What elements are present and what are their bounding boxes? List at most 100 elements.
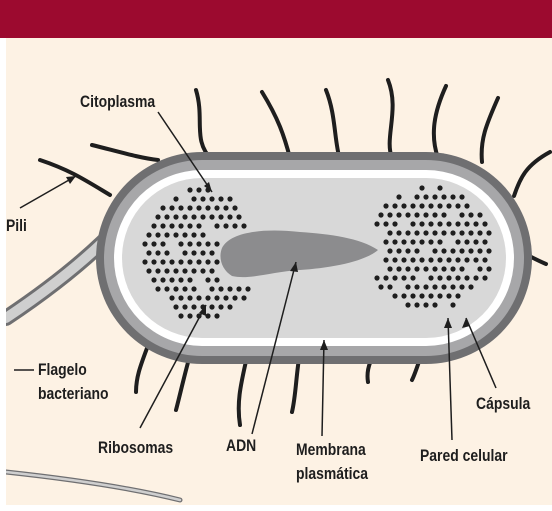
ribosome-dot (450, 248, 455, 253)
ribosome-dot (437, 257, 442, 262)
ribosome-dot (205, 241, 210, 246)
ribosome-dot (396, 248, 401, 253)
label-citoplasma: Citoplasma (80, 92, 155, 112)
ribosome-dot (414, 284, 419, 289)
ribosome-dot (205, 259, 210, 264)
ribosome-dot (441, 212, 446, 217)
ribosome-dot (241, 295, 246, 300)
ribosome-dot (374, 221, 379, 226)
ribosome-dot (387, 266, 392, 271)
ribosome-dot (450, 302, 455, 307)
ribosome-dot (450, 194, 455, 199)
ribosome-dot (441, 248, 446, 253)
ribosome-dot (169, 205, 174, 210)
ribosome-dot (214, 241, 219, 246)
ribosome-dot (146, 268, 151, 273)
ribosome-dot (486, 230, 491, 235)
ribosome-dot (437, 239, 442, 244)
ribosome-dot (459, 284, 464, 289)
ribosome-dot (468, 248, 473, 253)
ribosome-dot (387, 230, 392, 235)
ribosome-dot (432, 230, 437, 235)
ribosome-dot (432, 212, 437, 217)
ribosome-dot (151, 223, 156, 228)
ribosome-dot (191, 214, 196, 219)
ribosome-dot (423, 284, 428, 289)
ribosome-dot (146, 232, 151, 237)
ribosome-dot (423, 212, 428, 217)
ribosome-dot (245, 286, 250, 291)
ribosome-dot (405, 212, 410, 217)
ribosome-dot (200, 196, 205, 201)
ribosome-dot (178, 259, 183, 264)
ribosome-dot (464, 275, 469, 280)
ribosome-dot (160, 277, 165, 282)
ribosome-dot (218, 304, 223, 309)
ribosome-dot (410, 293, 415, 298)
ribosome-dot (437, 203, 442, 208)
ribosome-dot (392, 239, 397, 244)
ribosome-dot (401, 293, 406, 298)
ribosome-dot (178, 313, 183, 318)
ribosome-dot (455, 293, 460, 298)
ribosome-dot (432, 266, 437, 271)
ribosome-dot (187, 187, 192, 192)
ribosome-dot (432, 248, 437, 253)
ribosome-dot (419, 257, 424, 262)
ribosome-dot (419, 221, 424, 226)
ribosome-dot (173, 286, 178, 291)
ribosome-dot (178, 241, 183, 246)
ribosome-dot (392, 257, 397, 262)
ribosome-dot (392, 203, 397, 208)
ribosome-dot (227, 304, 232, 309)
ribosome-dot (450, 284, 455, 289)
ribosome-dot (187, 295, 192, 300)
ribosome-dot (164, 232, 169, 237)
ribosome-dot (428, 293, 433, 298)
ribosome-dot (392, 221, 397, 226)
ribosome-dot (387, 284, 392, 289)
ribosome-dot (423, 194, 428, 199)
ribosome-dot (477, 248, 482, 253)
ribosome-dot (468, 212, 473, 217)
ribosome-dot (187, 223, 192, 228)
ribosome-dot (419, 185, 424, 190)
ribosome-dot (205, 295, 210, 300)
ribosome-dot (182, 232, 187, 237)
ribosome-dot (464, 221, 469, 226)
ribosome-dot (169, 295, 174, 300)
ribosome-dot (473, 221, 478, 226)
ribosome-dot (468, 284, 473, 289)
ribosome-dot (227, 196, 232, 201)
ribosome-dot (437, 221, 442, 226)
ribosome-dot (405, 284, 410, 289)
ribosome-dot (428, 257, 433, 262)
ribosome-dot (236, 286, 241, 291)
ribosome-dot (173, 304, 178, 309)
ribosome-dot (155, 268, 160, 273)
label-pili: Pili (6, 216, 27, 236)
ribosome-dot (441, 230, 446, 235)
ribosome-dot (441, 284, 446, 289)
ribosome-dot (423, 302, 428, 307)
ribosome-dot (477, 230, 482, 235)
ribosome-dot (209, 304, 214, 309)
ribosome-dot (383, 257, 388, 262)
ribosome-dot (160, 223, 165, 228)
ribosome-dot (151, 241, 156, 246)
ribosome-dot (241, 223, 246, 228)
ribosome-dot (196, 241, 201, 246)
ribosome-dot (396, 212, 401, 217)
ribosome-dot (196, 295, 201, 300)
ribosome-dot (432, 302, 437, 307)
ribosome-dot (164, 268, 169, 273)
ribosome-dot (196, 205, 201, 210)
ribosome-dot (401, 257, 406, 262)
ribosome-dot (410, 257, 415, 262)
ribosome-dot (209, 250, 214, 255)
ribosome-dot (182, 214, 187, 219)
ribosome-dot (191, 286, 196, 291)
ribosome-dot (414, 266, 419, 271)
ribosome-dot (405, 302, 410, 307)
